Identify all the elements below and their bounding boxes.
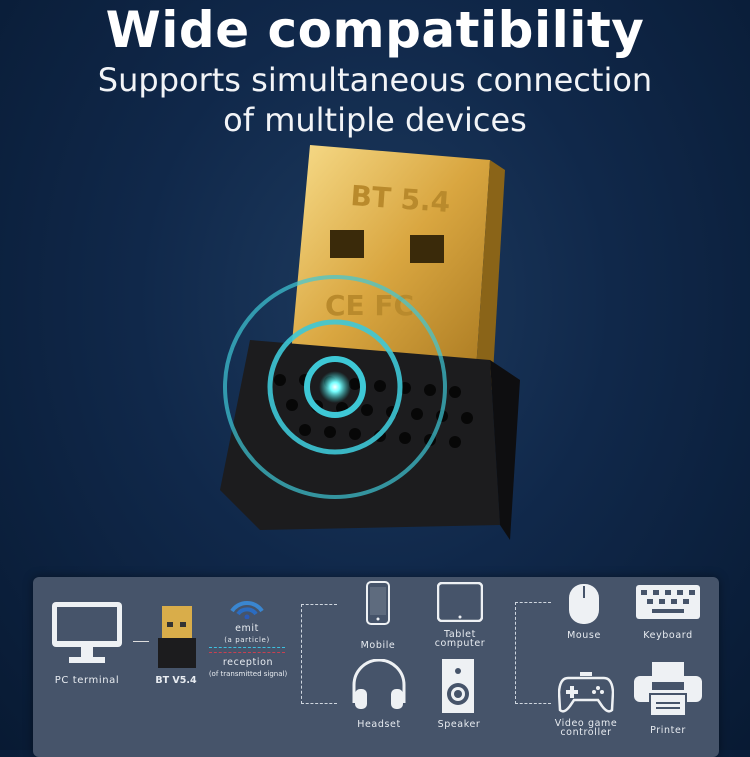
- mobile-label: Mobile: [360, 640, 396, 651]
- game-controller-icon: [558, 672, 614, 713]
- printer-icon: [634, 662, 702, 716]
- tablet-label-1: Tablet: [444, 629, 476, 640]
- emit-note: (a particle): [224, 636, 270, 644]
- headset-label: Headset: [357, 719, 401, 730]
- controller-label-2: controller: [560, 727, 612, 738]
- keyboard-icon: [636, 585, 700, 619]
- monitor-icon: [52, 602, 122, 663]
- keyboard-label: Keyboard: [643, 630, 693, 641]
- adapter-icon: [158, 606, 196, 668]
- bracket-right: [515, 602, 551, 704]
- bracket-left: [301, 604, 337, 704]
- signal-rings: [223, 275, 447, 499]
- bluetooth-adapter-image: BT 5.4 CE FC: [220, 145, 520, 540]
- mouse-icon: [569, 584, 599, 624]
- emit-arrow: [209, 647, 285, 648]
- mouse-label: Mouse: [567, 630, 601, 641]
- tablet-label-2: computer: [434, 638, 486, 649]
- speaker-icon: [442, 659, 474, 713]
- tablet-icon: [437, 582, 483, 622]
- subheadline-line-1: Supports simultaneous connection: [97, 61, 653, 99]
- reception-note: (of transmitted signal): [208, 670, 288, 678]
- controller-label-1: Video game: [554, 718, 618, 729]
- adapter-label: BT V5.4: [155, 675, 197, 686]
- product-marking: BT 5.4: [350, 179, 452, 219]
- reception-arrow: [209, 652, 285, 653]
- headset-icon: [352, 659, 406, 709]
- compatibility-diagram-panel: PC terminal BT V5.4 emit (a particle) re…: [33, 577, 719, 757]
- subheadline-line-2: of multiple devices: [223, 101, 527, 139]
- pc-terminal-label: PC terminal: [54, 675, 120, 686]
- arrow-left-icon: [133, 641, 149, 642]
- reception-label: reception: [222, 657, 274, 668]
- speaker-label: Speaker: [437, 719, 481, 730]
- mobile-icon: [366, 581, 390, 625]
- signal-center-glow: [319, 371, 351, 403]
- printer-label: Printer: [650, 725, 686, 736]
- emit-label: emit: [235, 623, 259, 634]
- headline: Wide compatibility: [105, 1, 645, 59]
- wifi-signal-icon: [230, 601, 264, 619]
- cert-marks: CE FC: [325, 289, 414, 322]
